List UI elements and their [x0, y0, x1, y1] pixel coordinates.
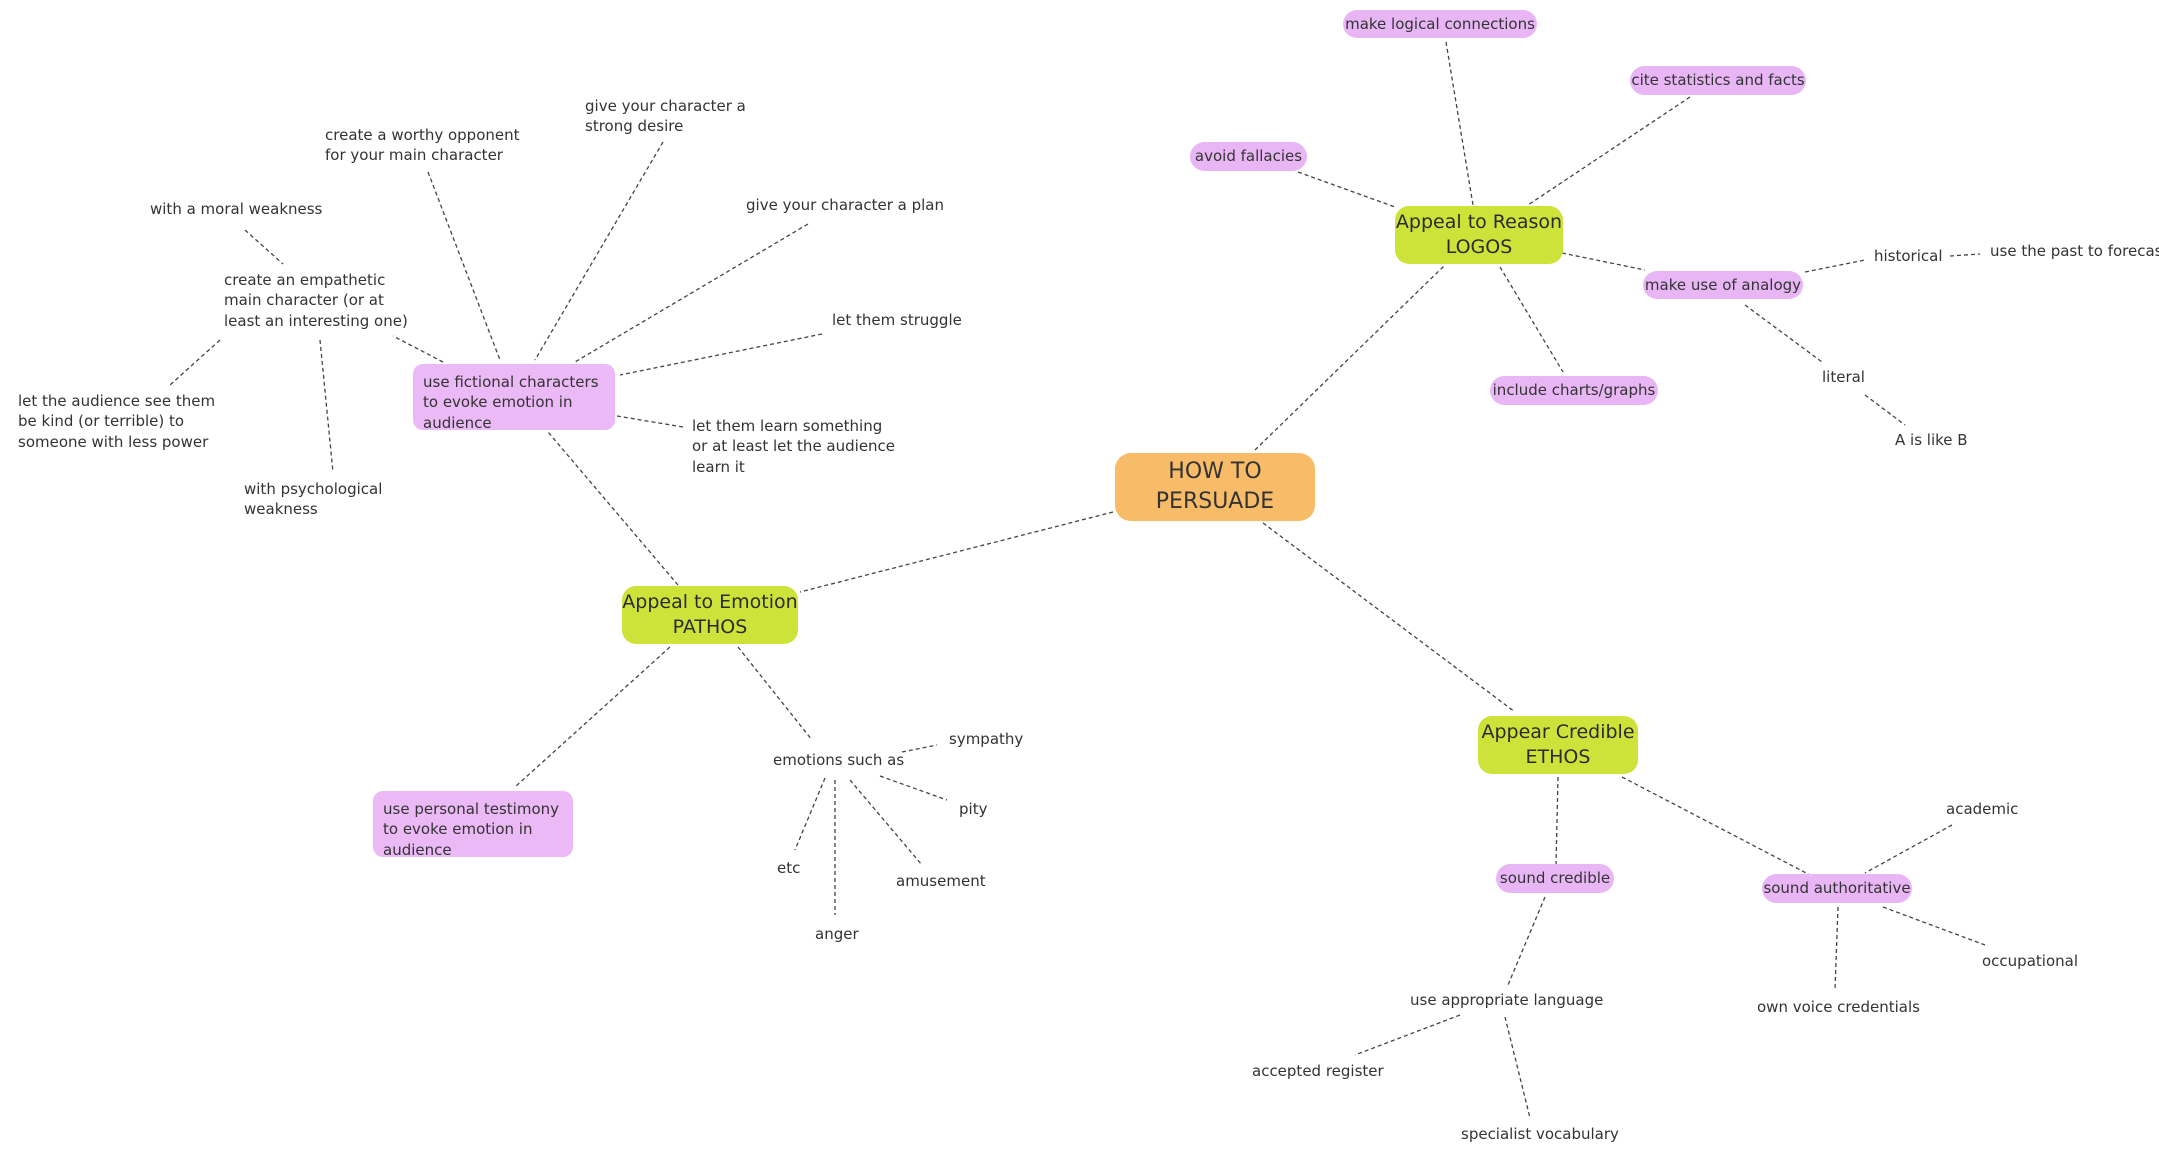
- edge-logos-analogy: [1561, 252, 1646, 271]
- node-historical[interactable]: historical: [1874, 247, 1943, 265]
- node-avoid-fallacies[interactable]: avoid fallacies: [1190, 142, 1307, 171]
- edge-emotions-etc: [794, 777, 826, 851]
- edge-emotions-sympathy: [901, 744, 938, 753]
- node-use-past-to-forecast[interactable]: use the past to forecast: [1990, 242, 2159, 260]
- node-worthy-opponent[interactable]: create a worthy opponent for your main c…: [325, 126, 520, 165]
- node-accepted-register[interactable]: accepted register: [1252, 1062, 1384, 1080]
- edge-logos-statistics: [1527, 96, 1691, 206]
- node-sympathy[interactable]: sympathy: [949, 730, 1024, 748]
- node-own-voice-credentials[interactable]: own voice credentials: [1757, 998, 1920, 1016]
- edge-empathetic-moral: [244, 229, 284, 265]
- edge-fictional-plan: [574, 223, 809, 363]
- node-let-them-learn[interactable]: let them learn something or at least let…: [692, 417, 896, 476]
- node-amusement[interactable]: amusement: [896, 872, 986, 890]
- node-a-is-like-b[interactable]: A is like B: [1895, 431, 1968, 449]
- main-node-ethos[interactable]: Appear Credible ETHOS: [1478, 716, 1638, 774]
- edge-authoritative-academic: [1864, 824, 1953, 874]
- root-node-label: HOW TO PERSUADE: [1155, 459, 1275, 514]
- node-literal[interactable]: literal: [1822, 368, 1865, 386]
- edge-fictional-desire: [534, 141, 664, 361]
- edge-pathos-fictional: [547, 431, 679, 586]
- node-let-them-struggle[interactable]: let them struggle: [832, 311, 962, 329]
- edge-root-pathos: [799, 511, 1114, 593]
- edge-emotions-pity: [879, 775, 948, 801]
- node-strong-desire[interactable]: give your character a strong desire: [585, 97, 746, 136]
- node-sound-credible[interactable]: sound credible: [1496, 864, 1614, 893]
- node-specialist-vocabulary[interactable]: specialist vocabulary: [1461, 1125, 1619, 1143]
- node-use-personal-testimony[interactable]: use personal testimony to evoke emotion …: [373, 791, 573, 859]
- node-academic[interactable]: academic: [1946, 800, 2019, 818]
- edge-root-ethos: [1262, 522, 1516, 713]
- edge-credible-language: [1507, 896, 1546, 986]
- node-use-fictional-characters[interactable]: use fictional characters to evoke emotio…: [413, 364, 615, 432]
- edge-authoritative-occupational: [1882, 906, 1986, 946]
- edge-historical-past: [1949, 253, 1981, 257]
- edge-emotions-amusement: [849, 779, 923, 866]
- edge-pathos-emotions: [737, 646, 813, 741]
- edge-language-register: [1354, 1014, 1461, 1056]
- root-node-how-to-persuade[interactable]: HOW TO PERSUADE: [1115, 453, 1315, 521]
- node-emotions-such-as[interactable]: emotions such as: [773, 751, 905, 769]
- edge-ethos-credible: [1555, 776, 1559, 866]
- node-moral-weakness[interactable]: with a moral weakness: [150, 200, 323, 218]
- node-include-charts[interactable]: include charts/graphs: [1490, 376, 1658, 405]
- edge-analogy-historical: [1804, 259, 1866, 273]
- main-node-pathos[interactable]: Appeal to Emotion PATHOS: [622, 586, 798, 644]
- edge-pathos-testimony: [514, 646, 671, 788]
- edge-empathetic-kind: [169, 339, 221, 386]
- main-node-logos[interactable]: Appeal to Reason LOGOS: [1395, 206, 1563, 264]
- node-give-character-plan[interactable]: give your character a plan: [746, 196, 945, 214]
- node-pity[interactable]: pity: [959, 800, 988, 818]
- node-cite-statistics[interactable]: cite statistics and facts: [1630, 66, 1806, 95]
- edge-analogy-literal: [1744, 304, 1823, 363]
- edge-ethos-authoritative: [1621, 776, 1811, 876]
- main-node-ethos-label: Appear Credible ETHOS: [1481, 721, 1635, 768]
- node-use-appropriate-language[interactable]: use appropriate language: [1410, 991, 1604, 1009]
- edge-authoritative-ownvoice: [1834, 906, 1839, 991]
- edge-logos-fallacies: [1297, 171, 1396, 208]
- main-node-pathos-label: Appeal to Emotion PATHOS: [622, 591, 798, 638]
- node-etc[interactable]: etc: [777, 859, 801, 877]
- edge-empathetic-psych: [319, 339, 334, 473]
- node-occupational[interactable]: occupational: [1982, 952, 2078, 970]
- main-node-logos-label: Appeal to Reason LOGOS: [1395, 211, 1563, 258]
- node-empathetic-character[interactable]: create an empathetic main character (or …: [224, 271, 408, 330]
- edge-root-logos: [1254, 264, 1446, 451]
- node-make-use-of-analogy[interactable]: make use of analogy: [1643, 271, 1803, 299]
- node-make-logical-connections[interactable]: make logical connections: [1343, 10, 1537, 38]
- edge-logos-connections: [1445, 41, 1474, 206]
- edge-literal-aislikeb: [1864, 394, 1906, 426]
- edge-fictional-learn: [616, 415, 684, 428]
- edge-fictional-opponent: [427, 171, 501, 361]
- node-sound-authoritative[interactable]: sound authoritative: [1762, 874, 1912, 903]
- edge-fictional-empathetic: [392, 335, 444, 363]
- edge-language-specialist: [1504, 1016, 1531, 1119]
- edge-logos-charts: [1499, 266, 1564, 373]
- edge-fictional-struggle: [619, 333, 823, 376]
- node-psychological-weakness[interactable]: with psychological weakness: [244, 480, 383, 519]
- node-anger[interactable]: anger: [815, 925, 859, 943]
- node-kind-or-terrible[interactable]: let the audience see them be kind (or te…: [18, 392, 216, 451]
